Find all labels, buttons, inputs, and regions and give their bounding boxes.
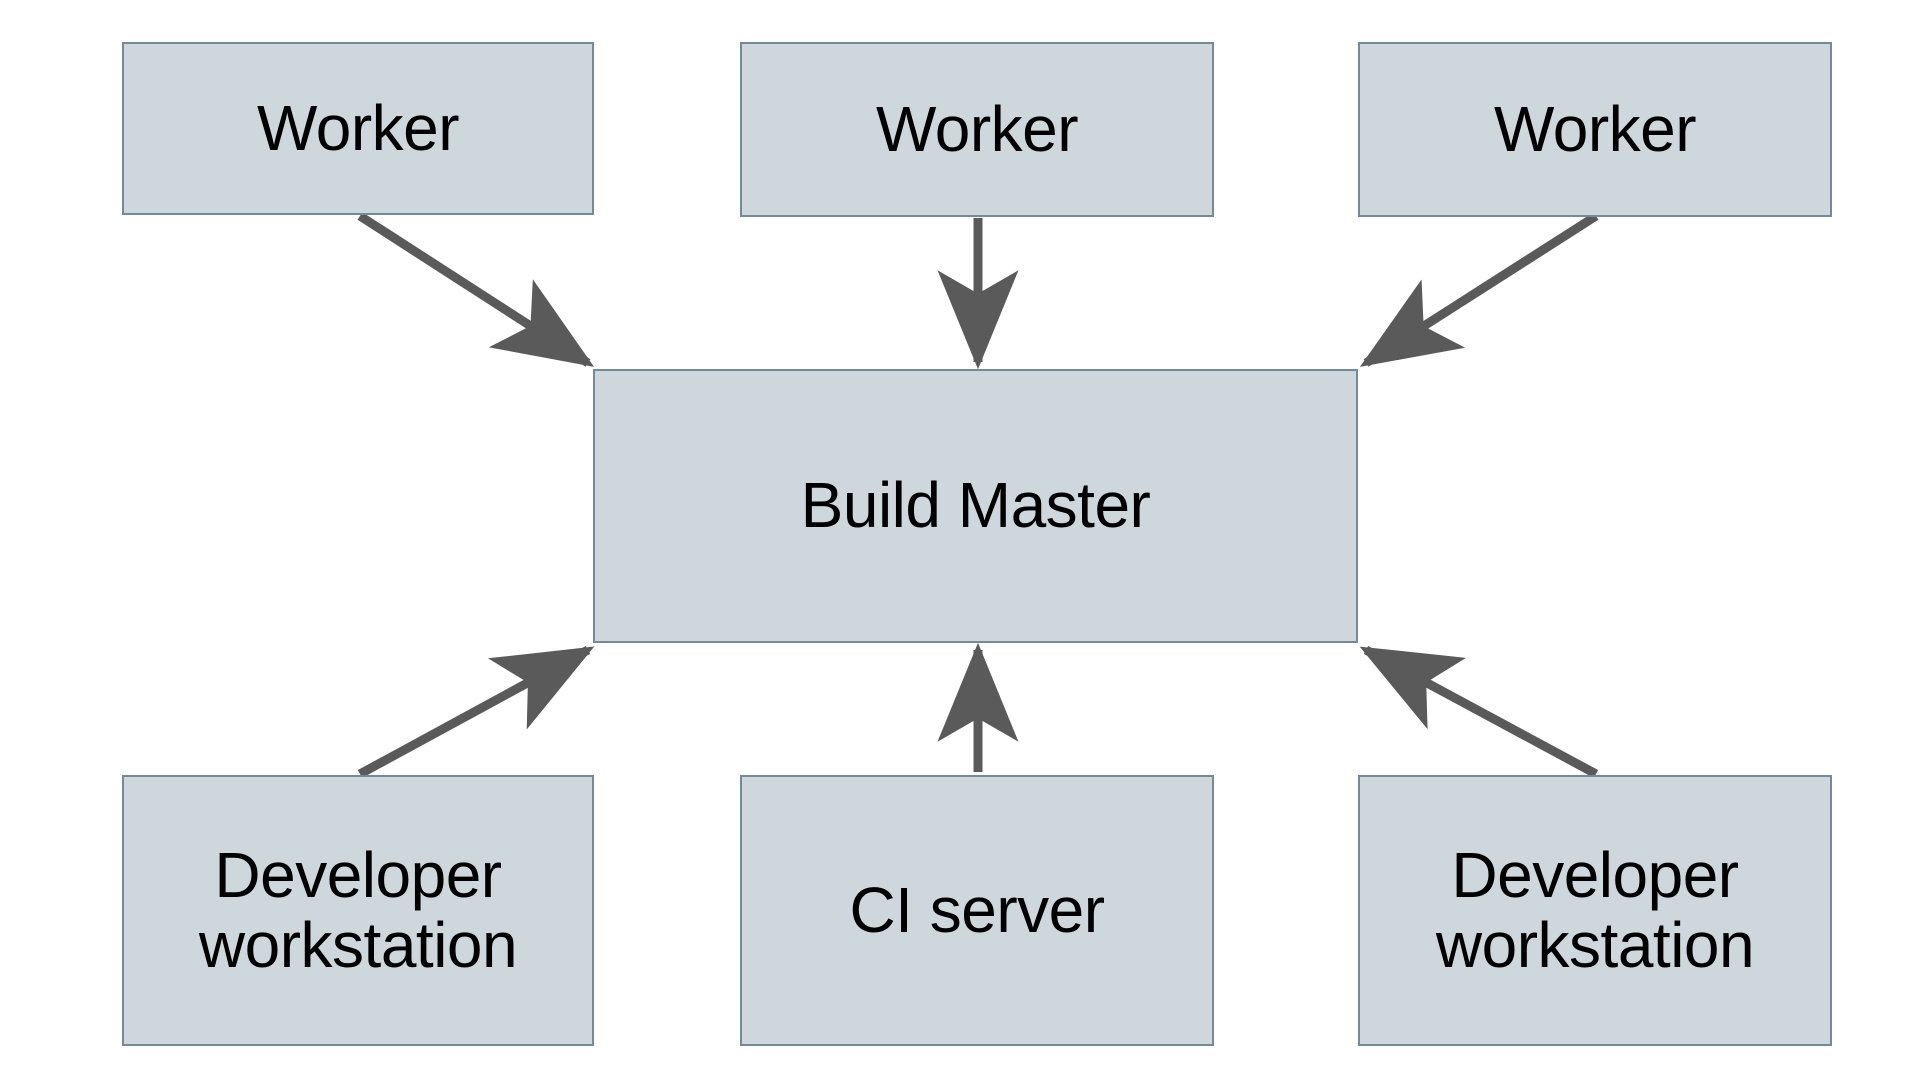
node-worker-1-label: Worker (256, 91, 460, 164)
node-developer-workstation-left[interactable]: Developer workstation (122, 775, 594, 1046)
edge-dev-ws-left-to-master (357, 646, 595, 778)
node-developer-workstation-right-label: Developer workstation (1435, 839, 1755, 981)
node-worker-1[interactable]: Worker (122, 42, 594, 215)
node-worker-2-label: Worker (875, 92, 1079, 165)
edge-worker-1-to-master (357, 212, 595, 367)
node-developer-workstation-left-label: Developer workstation (198, 839, 518, 981)
node-build-master-label: Build Master (800, 469, 1151, 542)
edge-worker-3-to-master (1359, 212, 1599, 367)
node-ci-server-label: CI server (849, 873, 1105, 946)
node-build-master[interactable]: Build Master (593, 369, 1358, 643)
node-worker-3-label: Worker (1493, 92, 1697, 165)
node-worker-3[interactable]: Worker (1358, 42, 1832, 217)
edge-dev-ws-right-to-master (1359, 646, 1599, 778)
node-ci-server[interactable]: CI server (740, 775, 1214, 1046)
node-worker-2[interactable]: Worker (740, 42, 1214, 217)
node-developer-workstation-right[interactable]: Developer workstation (1358, 775, 1832, 1046)
